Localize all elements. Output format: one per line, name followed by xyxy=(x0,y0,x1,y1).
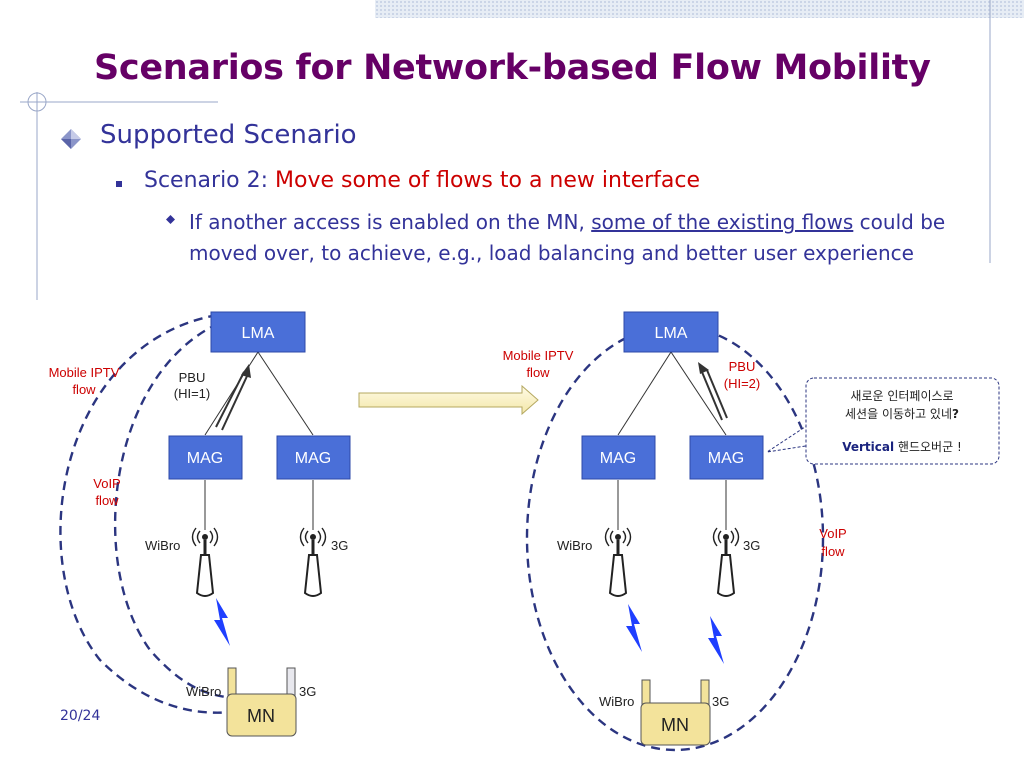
bullet-supported-scenario: Supported Scenario xyxy=(100,120,357,150)
right-flow-ellipse xyxy=(525,324,825,752)
callout-vertical: Vertical xyxy=(842,440,894,454)
left-lma-box xyxy=(210,311,306,353)
right-pbu-label: PBU xyxy=(729,359,756,374)
right-mn-3g-label: 3G xyxy=(712,694,729,709)
right-3g-antenna-icon xyxy=(712,526,740,598)
square-bullet-icon xyxy=(116,181,122,187)
left-mn-3g-label: 3G xyxy=(299,684,316,699)
left-pbu-label: PBU xyxy=(179,370,206,385)
small-diamond-bullet-icon xyxy=(166,215,175,224)
right-mn-label: MN xyxy=(661,715,689,735)
left-wibro-label: WiBro xyxy=(145,538,180,553)
right-3g-link-icon xyxy=(708,616,724,664)
callout-box xyxy=(805,377,1000,465)
left-mn-label: MN xyxy=(247,706,275,726)
callout-line1: 새로운 인터페이스로 xyxy=(850,389,953,403)
right-wibro-antenna-icon xyxy=(604,526,632,598)
page-number: 20/24 xyxy=(60,708,101,724)
header-pattern-bar xyxy=(375,0,1024,18)
right-mag2-box xyxy=(689,435,764,480)
left-mn-wibro-label: WiBro xyxy=(186,684,221,699)
left-lma-label: LMA xyxy=(242,325,275,342)
left-iptv-label: Mobile IPTV xyxy=(49,365,120,380)
left-mag1-label: MAG xyxy=(187,450,223,467)
right-wibro-link-icon xyxy=(626,604,642,652)
left-3g-label: 3G xyxy=(331,538,348,553)
left-voip-flow-label: flow xyxy=(95,493,119,508)
callout-line3: Vertical 핸드오버군 ! xyxy=(842,439,962,454)
right-mn-box xyxy=(640,702,711,746)
left-iptv-flow-label: flow xyxy=(72,382,96,397)
bullet-scenario-2: Scenario 2: Move some of flows to a new … xyxy=(144,168,700,193)
left-3g-antenna-icon xyxy=(299,526,327,598)
right-mn-wibro-label: WiBro xyxy=(599,694,634,709)
left-mag2-box xyxy=(276,435,351,480)
left-mn-box xyxy=(226,693,297,737)
left-pbu-hi-label: (HI=1) xyxy=(174,386,210,401)
right-voip-flow-label: flow xyxy=(821,544,845,559)
callout-line2-main: 세션을 이동하고 있네 xyxy=(845,407,952,421)
right-mag1-box xyxy=(581,435,656,480)
right-iptv-flow-label: flow xyxy=(526,365,550,380)
left-iptv-flow-path xyxy=(59,311,233,714)
callout-handover: 핸드오버군 ! xyxy=(894,439,962,454)
left-mag2-label: MAG xyxy=(295,450,331,467)
left-voip-label: VoIP xyxy=(93,476,120,491)
right-lma-label: LMA xyxy=(655,325,688,342)
desc-after: could be moved over, to achieve, e.g., l… xyxy=(189,210,946,265)
desc-underline: some of the existing flows xyxy=(591,210,854,234)
right-mag2-label: MAG xyxy=(708,450,744,467)
callout-line2-mark: ? xyxy=(952,407,959,421)
right-wibro-label: WiBro xyxy=(557,538,592,553)
slide-title: Scenarios for Network-based Flow Mobilit… xyxy=(94,48,931,88)
right-iptv-label: Mobile IPTV xyxy=(503,348,574,363)
left-wibro-link-icon xyxy=(214,598,230,646)
scenario-highlight: Move some of flows to a new interface xyxy=(275,168,701,193)
right-pbu-hi-label: (HI=2) xyxy=(724,376,760,391)
scenario-prefix: Scenario 2: xyxy=(144,168,276,193)
right-3g-label: 3G xyxy=(743,538,760,553)
right-mag1-label: MAG xyxy=(600,450,636,467)
left-wibro-antenna-icon xyxy=(191,526,219,598)
transition-arrow xyxy=(358,384,539,416)
right-lma-box xyxy=(623,311,719,353)
left-voip-flow-path xyxy=(113,316,233,700)
bullet-description: If another access is enabled on the MN, … xyxy=(189,207,959,269)
left-mag1-box xyxy=(168,435,243,480)
callout-pointer xyxy=(766,424,813,453)
desc-before: If another access is enabled on the MN, xyxy=(189,210,592,234)
callout-line2: 세션을 이동하고 있네? xyxy=(845,407,959,421)
right-voip-label: VoIP xyxy=(819,526,846,541)
diamond-bullet-icon xyxy=(61,129,81,149)
